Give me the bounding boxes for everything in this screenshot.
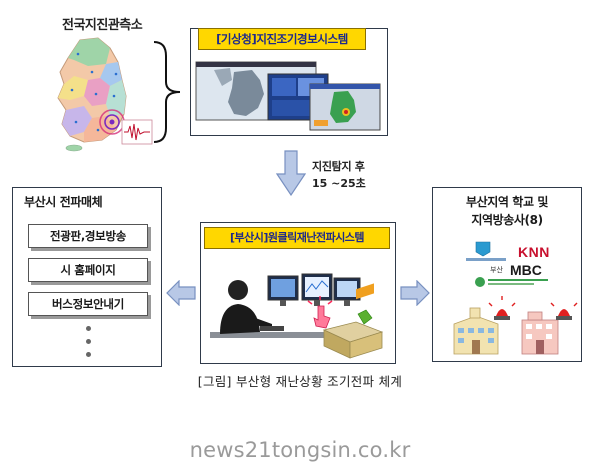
ellipsis-dot	[86, 352, 91, 357]
busan-media-title: 부산시 전파매체	[24, 195, 103, 209]
siren-icon	[550, 302, 578, 320]
kma-monitor-screens	[195, 61, 381, 131]
figure-caption: [그림] 부산형 재난상황 조기전파 체계	[197, 374, 403, 389]
korea-map-icon	[57, 37, 153, 152]
monitor-icon	[267, 273, 361, 306]
mbc-city-label: 부산	[490, 266, 503, 274]
media-item-signboard: 전광판,경보방송	[28, 224, 148, 248]
busan-operator-scene	[210, 273, 384, 359]
source-watermark: news21tongsin.co.kr	[189, 438, 411, 462]
media-item-homepage: 시 홈페이지	[28, 258, 148, 282]
server-icon	[322, 283, 384, 359]
school-building-icon	[453, 307, 499, 355]
school-buildings	[453, 296, 578, 355]
broadcaster-logos	[466, 241, 548, 287]
left-arrow-icon	[166, 280, 196, 306]
busan-system-title: [부산시]원클릭재난전파시스템	[204, 227, 390, 249]
siren-icon	[488, 296, 516, 320]
broadcast-building-icon	[521, 311, 559, 355]
schools-title-line2: 지역방송사(8)	[471, 213, 543, 227]
detection-time-range: 15 ~25초	[312, 177, 366, 190]
kma-system-title: [기상청]지진조기경보시스템	[198, 28, 366, 50]
click-hand-icon	[307, 296, 333, 329]
ellipsis-dot	[86, 326, 91, 331]
map-title: 전국지진관측소	[62, 18, 143, 33]
knn-logo: KNN	[518, 244, 550, 260]
mbc-logo: MBC	[510, 262, 542, 278]
right-arrow-icon	[400, 280, 430, 306]
media-item-bus-info: 버스정보안내기	[28, 292, 148, 316]
detection-time-label: 지진탐지 후	[312, 160, 365, 173]
brace-connector	[153, 41, 181, 143]
down-arrow-icon	[276, 150, 306, 196]
operator-icon	[220, 280, 284, 334]
schools-title-line1: 부산지역 학교 및	[465, 195, 549, 209]
ellipsis-dot	[86, 339, 91, 344]
